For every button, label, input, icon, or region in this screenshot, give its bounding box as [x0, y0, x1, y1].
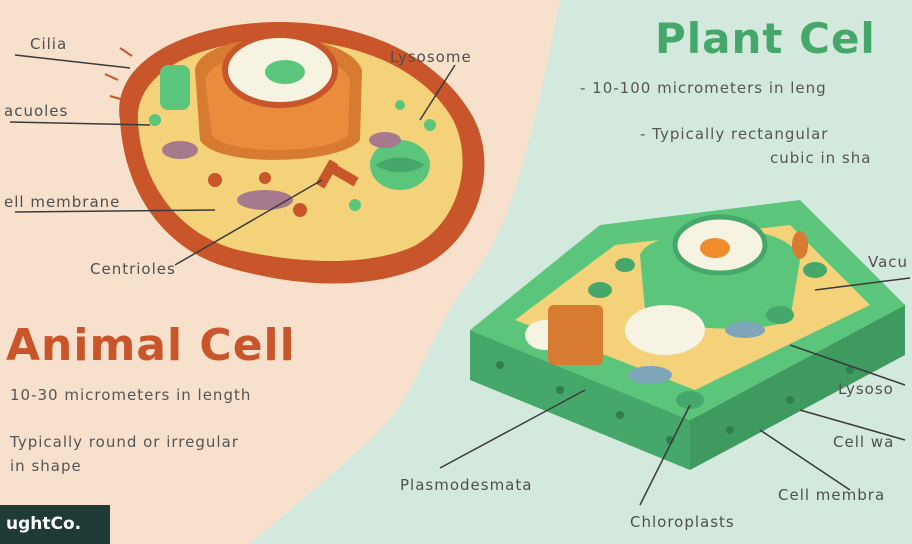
plant-vacuole	[625, 305, 705, 355]
plant-cell-title: Plant Cel	[655, 14, 876, 63]
brand-logo: ughtCo.	[0, 505, 110, 544]
plant-golgi	[548, 305, 603, 365]
plant-fact-shape-1: - Typically rectangular	[640, 122, 828, 146]
label-centrioles: Centrioles	[90, 260, 176, 278]
animal-cell-title: Animal Cell	[6, 320, 296, 371]
plant-fact-shape-2: cubic in sha	[770, 146, 871, 170]
animal-organelle	[237, 190, 293, 210]
label-animal-lysosome: Lysosome	[390, 48, 472, 66]
label-animal-cell-membrane: ell membrane	[4, 193, 120, 211]
animal-fact-length: 10-30 micrometers in length	[10, 383, 251, 407]
chloroplast	[588, 282, 612, 298]
chloroplast	[615, 258, 635, 272]
vesicle	[395, 100, 405, 110]
plant-fact-length: - 10-100 micrometers in leng	[580, 76, 827, 100]
label-plant-cell-membrane: Cell membra	[778, 486, 885, 504]
animal-nucleolus	[265, 60, 305, 84]
chloroplast	[803, 262, 827, 278]
animal-fact-shape-1: Typically round or irregular	[10, 430, 239, 454]
vesicle	[149, 114, 161, 126]
vesicle	[259, 172, 271, 184]
animal-organelle	[160, 65, 190, 110]
plant-organelle	[792, 231, 808, 259]
animal-fact-shape-2: in shape	[10, 454, 82, 478]
vesicle	[208, 173, 222, 187]
animal-organelle	[369, 132, 401, 148]
plant-mitochondrion	[628, 366, 672, 384]
label-plasmodesmata: Plasmodesmata	[400, 476, 532, 494]
vesicle	[293, 203, 307, 217]
label-cell-wall: Cell wa	[833, 433, 894, 451]
vesicle	[349, 199, 361, 211]
vesicle	[424, 119, 436, 131]
label-cilia: Cilia	[30, 35, 67, 53]
label-plant-lysosome: Lysoso	[838, 380, 894, 398]
label-vacuoles: acuoles	[4, 102, 68, 120]
animal-organelle	[162, 141, 198, 159]
label-chloroplasts: Chloroplasts	[630, 513, 735, 531]
plant-mitochondrion	[725, 322, 765, 338]
label-plant-vacuole: Vacu	[868, 253, 908, 271]
plant-nucleolus	[700, 238, 730, 258]
chloroplast	[766, 306, 794, 324]
